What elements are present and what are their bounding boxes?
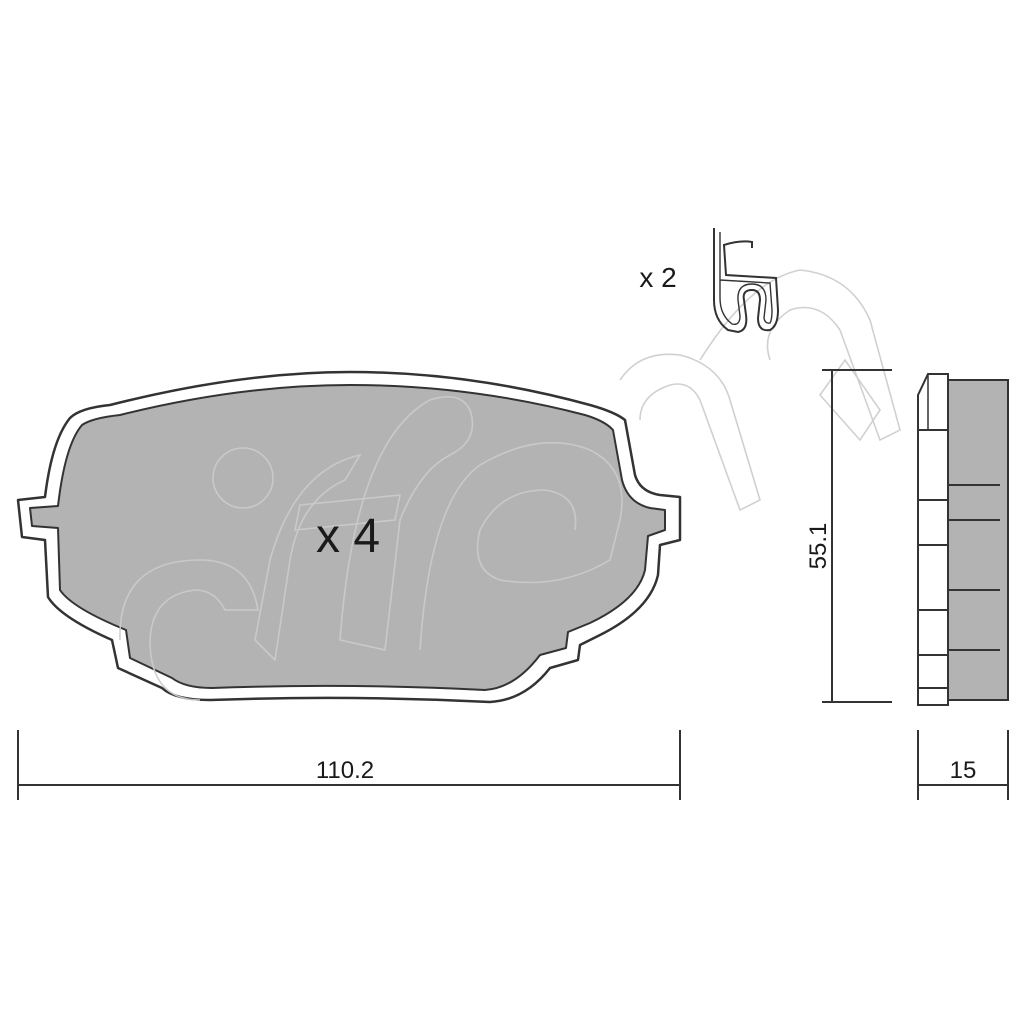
friction-material: [29, 384, 666, 691]
clip-quantity-label: x 2: [639, 262, 676, 293]
width-dimension-line: [17, 730, 681, 800]
spring-clip-inner-icon: [719, 232, 773, 326]
watermark-logo: [119, 269, 901, 701]
pad-side-view: [917, 373, 1009, 706]
thickness-dimension-label: 15: [950, 757, 977, 784]
spring-clip-icon: [713, 228, 780, 334]
height-dimension-line: [822, 369, 892, 703]
height-dimension-label: 55.1: [805, 523, 832, 570]
width-dimension-label: 110.2: [316, 757, 374, 784]
thickness-dimension-line: [917, 730, 1009, 800]
pad-quantity-label: x 4: [316, 510, 380, 563]
